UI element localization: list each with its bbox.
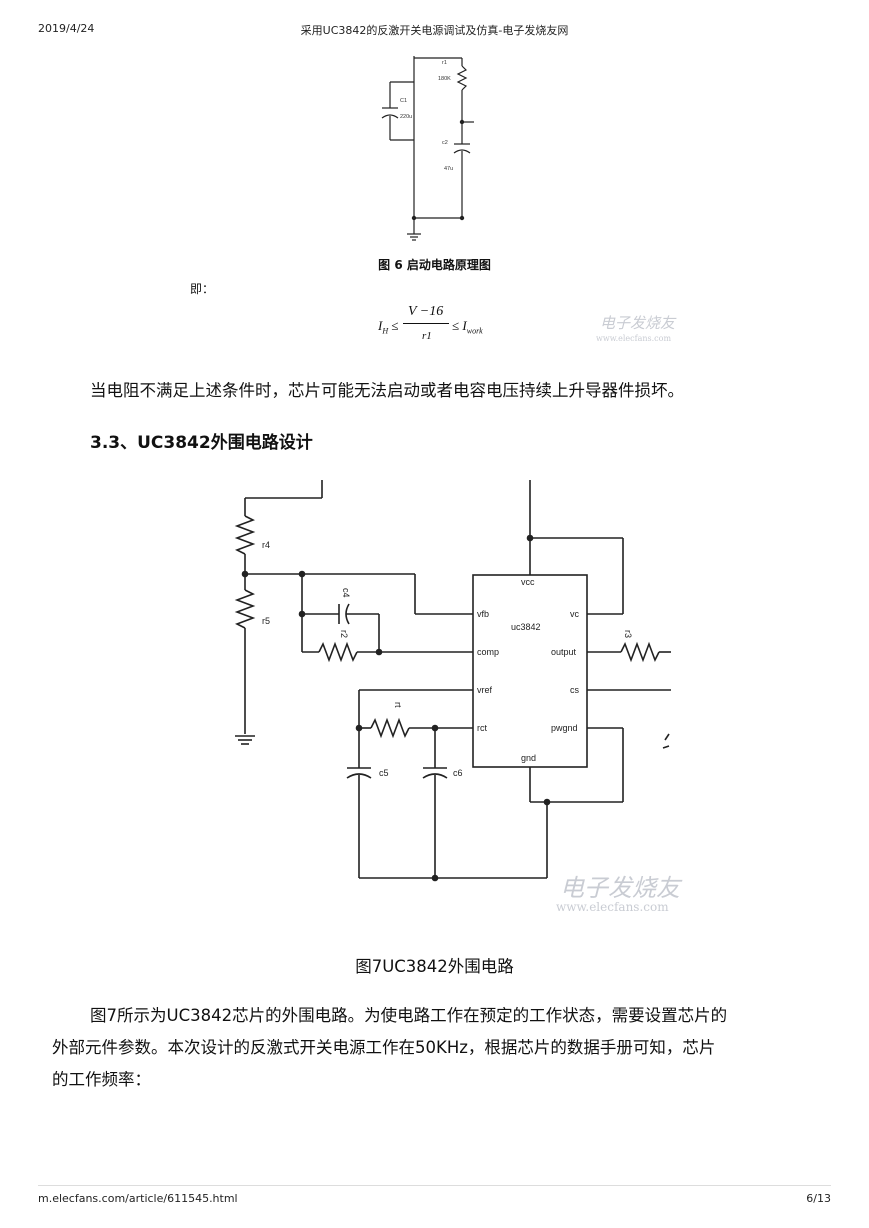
fig7-label-c6: c6: [453, 768, 463, 778]
fig7-label-c4: c4: [341, 588, 351, 598]
fig7-label-r5: r5: [262, 616, 270, 626]
figure6-startup-circuit: r1 180K C1 220u c2 47u: [381, 56, 474, 241]
fig7-pin-pwgnd: pwgnd: [551, 723, 578, 733]
fig7-label-c5: c5: [379, 768, 389, 778]
formula-ih: IH ≤: [378, 318, 399, 336]
fig6-label-c2-value: 47u: [444, 166, 453, 172]
formula-lead: 即：: [190, 282, 215, 296]
paragraph-2-line-1: 图7所示为UC3842芯片的外围电路。为使电路工作在预定的工作状态，需要设置芯片…: [90, 1006, 728, 1025]
footer-url[interactable]: m.elecfans.com/article/611545.html: [38, 1192, 238, 1205]
fig7-pin-rct: rct: [477, 723, 487, 733]
fig7-pin-vc: vc: [570, 609, 580, 619]
fig6-label-r1: r1: [442, 60, 447, 66]
fig6-label-c1: C1: [400, 98, 407, 104]
header-date: 2019/4/24: [38, 22, 95, 35]
figure7-uc3842-circuit: r4 r5 c4 r2 r3 rt c5 c6 uc3842 vcc vfb v…: [234, 480, 671, 882]
footer-page-number: 6/13: [806, 1192, 831, 1205]
fig6-label-c2: c2: [442, 140, 448, 146]
fig7-pin-cs: cs: [570, 685, 580, 695]
figure7-caption: 图7UC3842外围电路: [355, 957, 514, 976]
watermark-logo-1: 电子发烧友: [600, 314, 676, 332]
fig7-chip-name: uc3842: [511, 622, 541, 632]
formula-fraction-bar: [403, 323, 449, 324]
figure6-caption: 图 6 启动电路原理图: [378, 258, 491, 272]
header-title: 采用UC3842的反激开关电源调试及仿真-电子发烧友网: [300, 24, 569, 37]
formula-denominator: r1: [422, 330, 432, 342]
formula-iwork: ≤ Iwork: [452, 318, 483, 336]
paragraph-2-line-3: 的工作频率：: [52, 1070, 151, 1089]
fig7-label-r3: r3: [623, 630, 633, 638]
fig6-label-r1-value: 180K: [438, 76, 451, 82]
footer-divider: [38, 1185, 831, 1186]
formula-numerator: V −16: [408, 304, 444, 319]
fig7-pin-comp: comp: [477, 647, 499, 657]
fig6-label-c1-value: 220u: [400, 114, 412, 120]
fig7-label-r4: r4: [262, 540, 270, 550]
fig7-pin-gnd: gnd: [521, 753, 536, 763]
paragraph-2: 图7所示为UC3842芯片的外围电路。为使电路工作在预定的工作状态，需要设置芯片…: [52, 1000, 822, 1096]
watermark-url-1: www.elecfans.com: [596, 334, 672, 343]
watermark-logo-2: 电子发烧友: [560, 874, 680, 902]
fig7-pin-vcc: vcc: [521, 577, 535, 587]
fig7-label-rt: rt: [393, 702, 403, 708]
section-heading: 3.3、UC3842外围电路设计: [90, 433, 313, 453]
startup-formula: IH ≤ V −16 r1 ≤ Iwork: [370, 302, 500, 350]
paragraph-1: 当电阻不满足上述条件时，芯片可能无法启动或者电容电压持续上升导器件损坏。: [90, 381, 684, 400]
watermark-url-2: www.elecfans.com: [556, 900, 669, 914]
fig7-label-r2: r2: [339, 630, 349, 638]
fig7-pin-vref: vref: [477, 685, 493, 695]
paragraph-2-line-2: 外部元件参数。本次设计的反激式开关电源工作在50KHz，根据芯片的数据手册可知，…: [52, 1038, 716, 1057]
fig7-pin-vfb: vfb: [477, 609, 489, 619]
fig7-pin-output: output: [551, 647, 577, 657]
